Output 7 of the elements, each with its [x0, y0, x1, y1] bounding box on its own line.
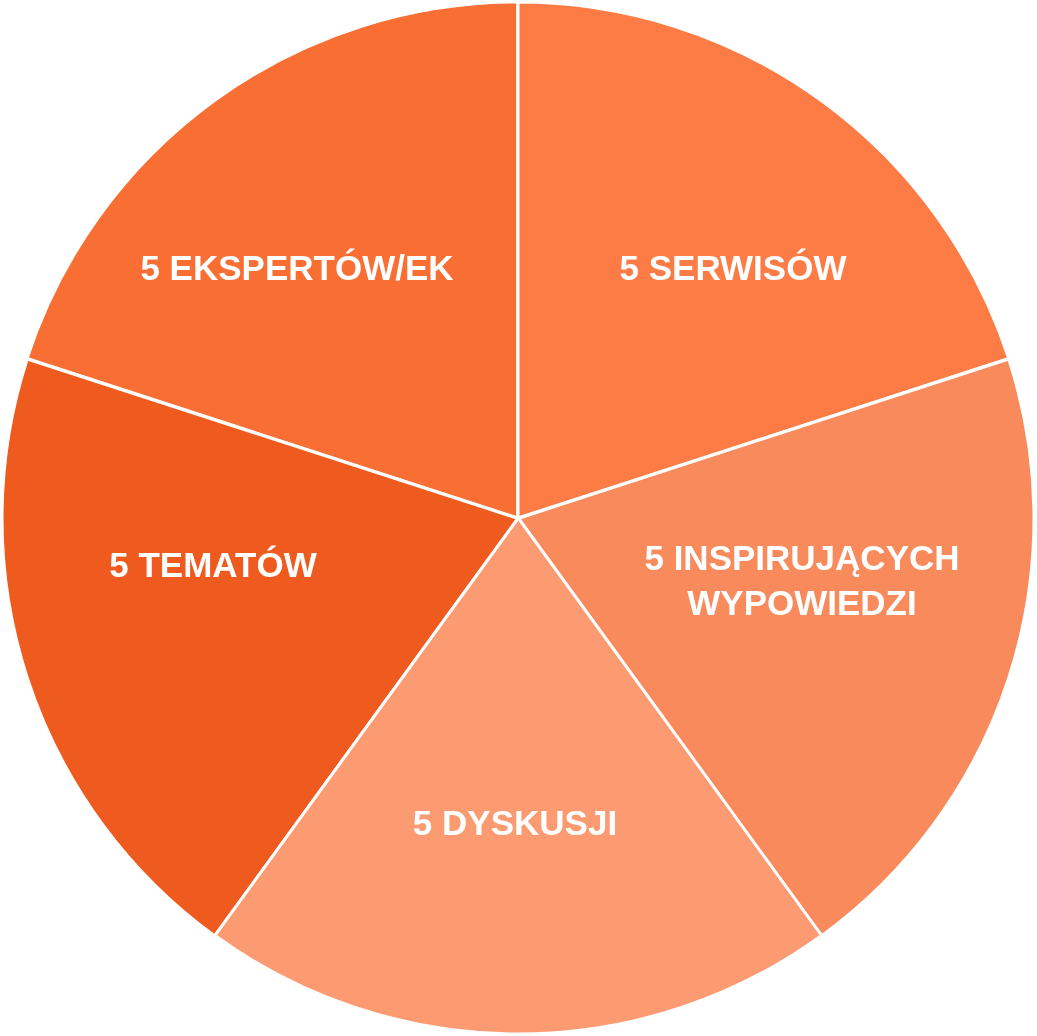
slice-label: 5 DYSKUSJI: [411, 802, 619, 845]
slice-label: 5 EKSPERTÓW/EK: [139, 247, 455, 290]
pie-slice: [27, 2, 518, 518]
slice-label: 5 TEMATÓW: [108, 544, 318, 587]
pie-slice: [518, 2, 1009, 518]
slice-label: 5 INSPIRUJĄCYCH WYPOWIEDZI: [643, 536, 961, 624]
slice-label: 5 SERWISÓW: [618, 247, 848, 290]
